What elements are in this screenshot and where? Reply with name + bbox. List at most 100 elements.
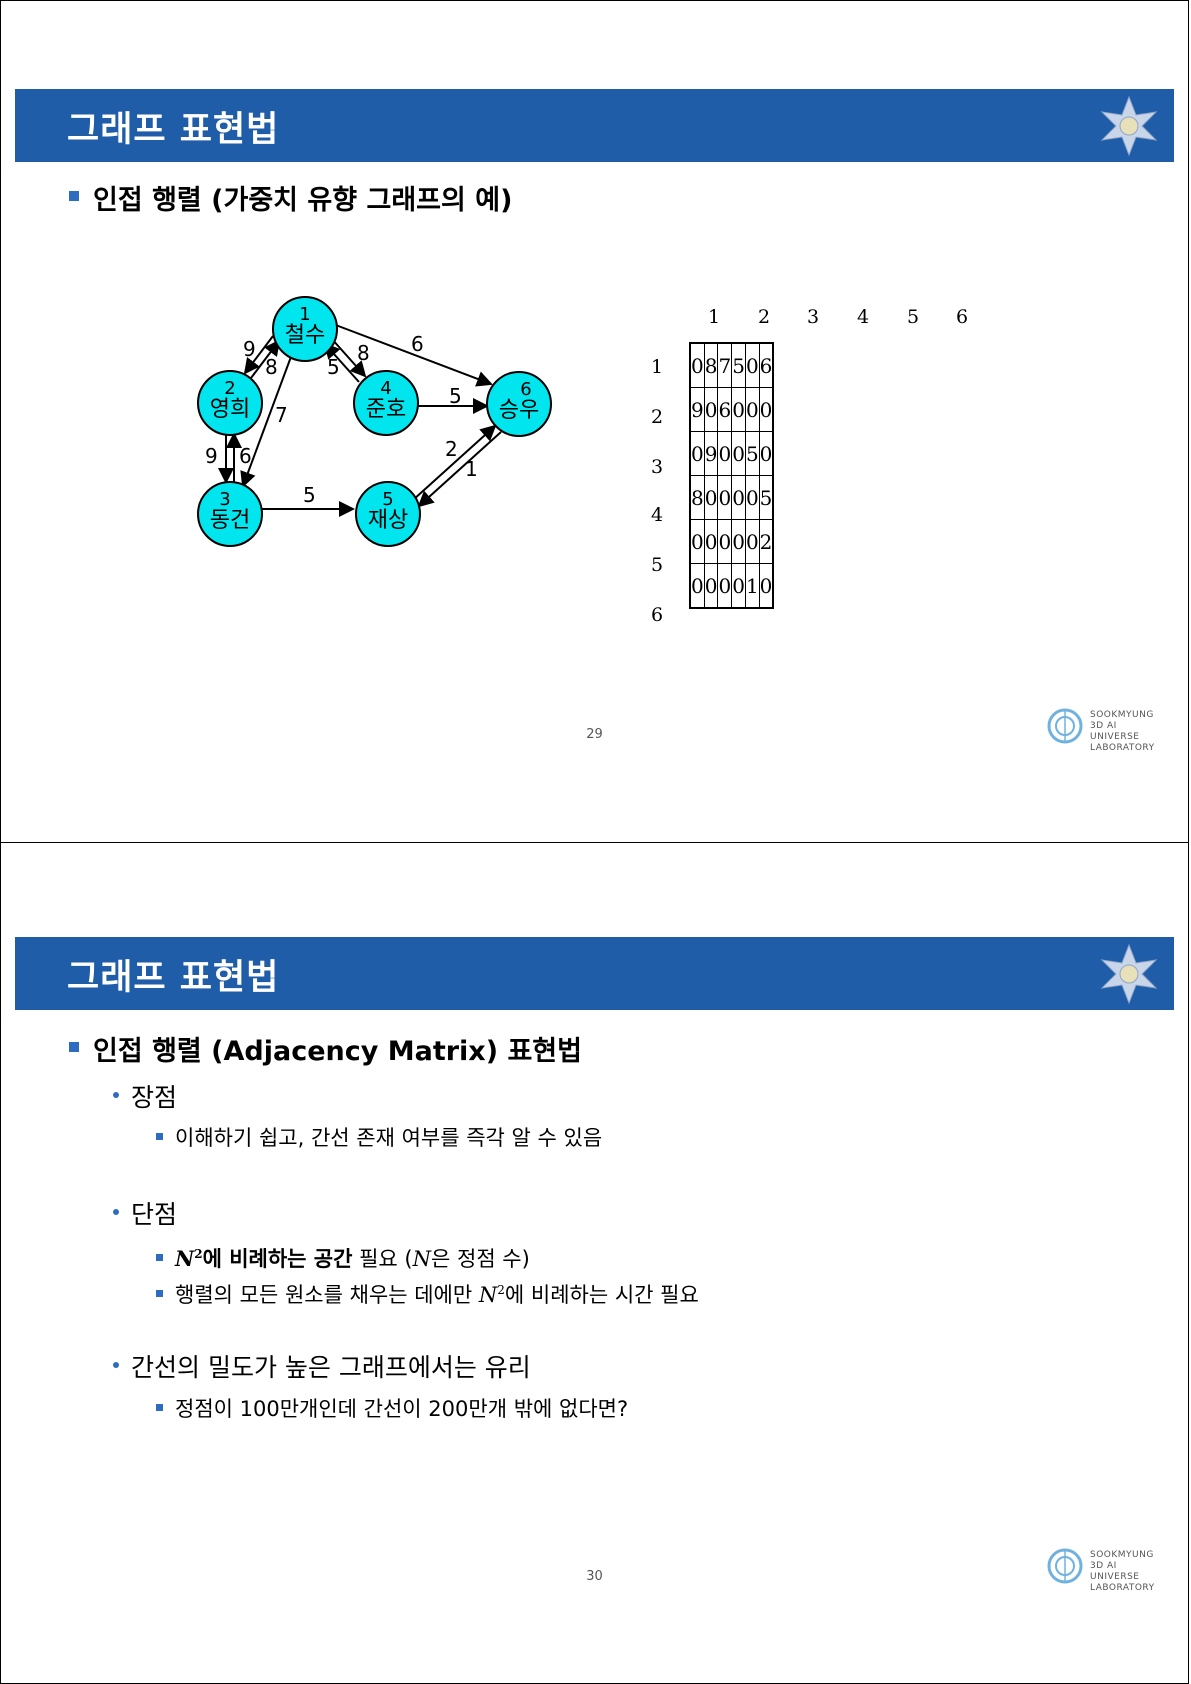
slide-30: 그래프 표현법 인접 행렬 (Adjacency Matrix) 표현법 장점 …: [0, 842, 1189, 1684]
square-bullet-icon: [69, 1041, 79, 1052]
graph-node-4: 4 준호: [353, 370, 419, 436]
lab-logo: SOOKMYUNG 3D AI UNIVERSE LABORATORY: [1046, 707, 1168, 753]
matrix-cell: 0: [744, 387, 760, 432]
matrix-column-headers: 1 2 3 4 5 6: [689, 306, 989, 330]
edge-weight-label: 2: [445, 437, 458, 461]
lab-logo-text: SOOKMYUNG 3D AI UNIVERSE LABORATORY: [1090, 710, 1155, 753]
matrix-cell: 0: [731, 563, 746, 609]
edge-1-3: [240, 345, 296, 488]
edge-6-5: [417, 431, 502, 508]
matrix-cell: 0: [703, 519, 719, 564]
node-name: 철수: [285, 323, 325, 348]
matrix-cell: 8: [703, 342, 719, 388]
matrix-cell: 0: [689, 519, 705, 564]
slide-29: 그래프 표현법 인접 행렬 (가중치 유향 그래프의 예) 9 8: [0, 0, 1189, 843]
graph-node-5: 5 재상: [355, 481, 421, 547]
square-bullet-icon: [156, 1289, 163, 1297]
matrix-row: 0 8 7 5 0 6: [689, 342, 774, 388]
matrix-cell: 0: [744, 475, 760, 520]
graph-node-1: 1 철수: [272, 296, 338, 362]
edge-1-6: [332, 323, 493, 387]
column-header: 4: [856, 306, 870, 328]
bullet-main: 인접 행렬 (가중치 유향 그래프의 예): [69, 178, 512, 217]
disadvantage-item-space: N2에 비례하는 공간 필요 (N은 정점 수): [156, 1243, 530, 1273]
slide-title: 그래프 표현법: [67, 110, 280, 150]
matrix-cell: 0: [744, 342, 760, 388]
graph-node-2: 2 영희: [197, 370, 263, 436]
matrix-cell: 5: [731, 342, 746, 388]
matrix-cell: 0: [731, 475, 746, 520]
matrix-cell: 0: [689, 342, 705, 388]
edge-weight-label: 5: [327, 355, 340, 379]
dense-graph-heading: 간선의 밀도가 높은 그래프에서는 유리: [113, 1348, 531, 1384]
matrix-cell: 0: [758, 387, 774, 432]
column-header: 1: [707, 306, 721, 328]
matrix-cell: 1: [744, 563, 760, 609]
lab-logo-text: SOOKMYUNG 3D AI UNIVERSE LABORATORY: [1090, 1550, 1155, 1593]
square-bullet-icon: [69, 190, 79, 201]
university-emblem-icon: [1100, 943, 1158, 1005]
matrix-row: 0 0 0 0 0 2: [689, 519, 774, 564]
edge-weight-label: 6: [239, 444, 252, 468]
matrix-cell: 0: [717, 475, 733, 520]
edge-weight-label: 6: [411, 332, 424, 356]
lab-logo-icon: [1047, 1548, 1083, 1584]
bullet-main: 인접 행렬 (Adjacency Matrix) 표현법: [69, 1029, 582, 1068]
bullet-text: 인접 행렬 (가중치 유향 그래프의 예): [93, 185, 513, 216]
title-bar: 그래프 표현법: [15, 937, 1174, 1010]
disadvantage-item-time: 행렬의 모든 원소를 채우는 데에만 N2에 비례하는 시간 필요: [156, 1279, 699, 1309]
row-header: 4: [651, 504, 664, 526]
matrix-cell: 0: [717, 519, 733, 564]
matrix-cell: 5: [758, 475, 774, 520]
lab-logo-icon: [1047, 708, 1083, 744]
advantage-item: 이해하기 쉽고, 간선 존재 여부를 즉각 알 수 있음: [156, 1122, 602, 1152]
matrix-cell: 0: [717, 431, 733, 476]
node-name: 영희: [210, 397, 250, 422]
column-header: 2: [757, 306, 771, 328]
node-number: 1: [299, 304, 310, 325]
node-number: 4: [380, 378, 391, 399]
matrix-cell: 0: [689, 431, 705, 476]
edge-weight-label: 7: [275, 403, 288, 427]
square-bullet-icon: [156, 1403, 163, 1411]
matrix-cell: 5: [744, 431, 760, 476]
graph-node-3: 3 동건: [197, 481, 263, 547]
column-header: 3: [806, 306, 820, 328]
matrix-cell: 8: [689, 475, 705, 520]
node-number: 2: [224, 378, 235, 399]
node-number: 3: [219, 489, 230, 510]
square-bullet-icon: [156, 1253, 163, 1261]
column-header: 6: [955, 306, 969, 328]
node-name: 재상: [368, 508, 408, 533]
matrix-cell: 6: [758, 342, 774, 388]
matrix-cell: 9: [703, 431, 719, 476]
square-bullet-icon: [156, 1132, 163, 1140]
edge-weight-label: 5: [303, 483, 316, 507]
matrix-cell: 0: [703, 475, 719, 520]
matrix-cell: 0: [758, 431, 774, 476]
matrix-cell: 0: [731, 431, 746, 476]
matrix-cell: 0: [703, 563, 719, 609]
dot-bullet-icon: [113, 1209, 119, 1215]
bullet-text: 인접 행렬 (Adjacency Matrix) 표현법: [93, 1036, 582, 1067]
slide-title: 그래프 표현법: [67, 958, 280, 998]
column-header: 5: [906, 306, 920, 328]
graph-node-6: 6 승우: [486, 371, 552, 437]
row-header: 1: [651, 356, 664, 378]
matrix-table: 0 8 7 5 0 6 9 0 6 0 0 0 0 9 0 0 5 0: [689, 342, 775, 609]
matrix-row: 0 0 0 0 1 0: [689, 563, 774, 609]
lab-logo: SOOKMYUNG 3D AI UNIVERSE LABORATORY: [1046, 1547, 1168, 1593]
matrix-cell: 0: [758, 563, 774, 609]
matrix-cell: 0: [703, 387, 719, 432]
matrix-row: 0 9 0 0 5 0: [689, 431, 774, 476]
row-header: 2: [651, 406, 664, 428]
edge-weight-label: 9: [205, 444, 218, 468]
node-number: 5: [382, 489, 393, 510]
matrix-cell: 9: [689, 387, 705, 432]
matrix-cell: 0: [717, 563, 733, 609]
node-name: 준호: [366, 397, 406, 422]
edge-2-1: [250, 339, 281, 379]
matrix-cell: 0: [731, 519, 746, 564]
matrix-cell: 6: [717, 387, 733, 432]
weighted-directed-graph: 9 8 5 8 6 7 5 9 6 5 2 1 1 철수 2 영희: [197, 296, 552, 547]
